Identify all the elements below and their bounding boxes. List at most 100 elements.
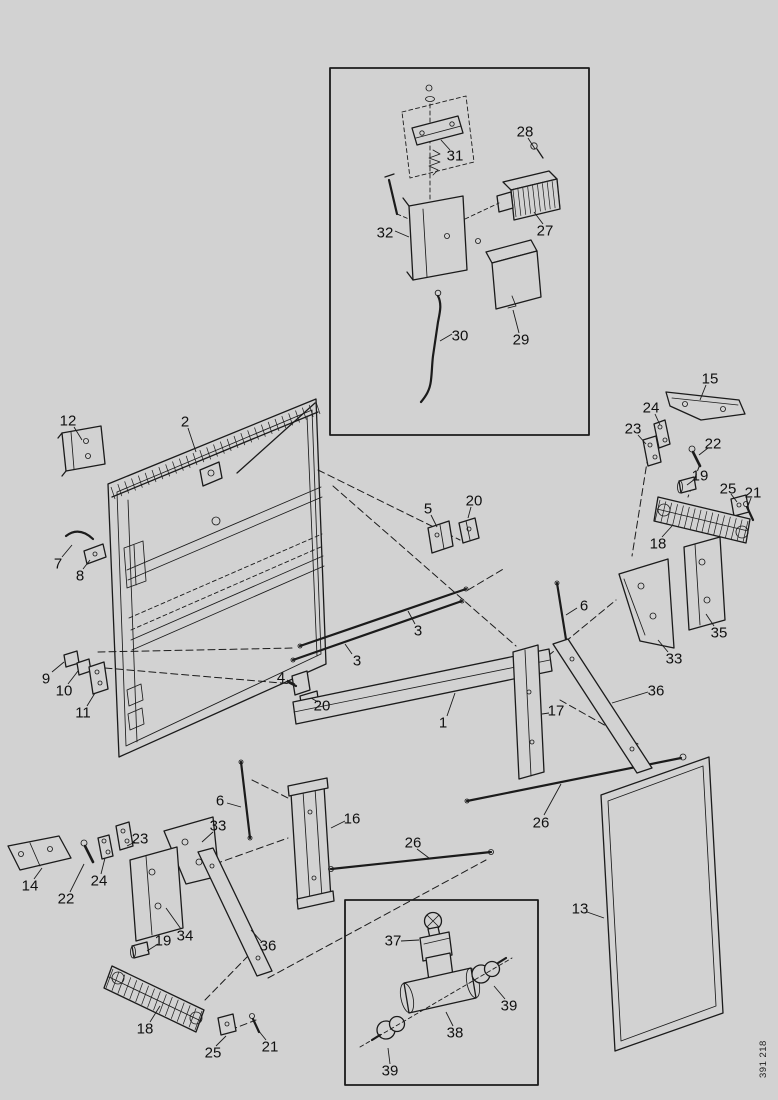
hatch-line bbox=[281, 416, 287, 429]
callout-25: 25 bbox=[720, 481, 737, 498]
callout-leader-11 bbox=[86, 692, 96, 707]
callout-37: 37 bbox=[385, 933, 402, 950]
hatch-line bbox=[220, 441, 225, 454]
callout-3: 3 bbox=[353, 653, 361, 670]
callout-20: 20 bbox=[314, 698, 331, 715]
hatch-line bbox=[713, 513, 720, 536]
hatch-line bbox=[172, 461, 177, 474]
callout-leader-13 bbox=[586, 911, 605, 919]
callout-1: 1 bbox=[439, 715, 447, 732]
hatch-line bbox=[179, 458, 184, 471]
callout-leader-3 bbox=[344, 643, 353, 655]
hatch-line bbox=[654, 499, 661, 522]
hatch-line bbox=[701, 511, 708, 533]
callout-20: 20 bbox=[466, 493, 483, 510]
hatch-line bbox=[233, 435, 239, 449]
part-1-beam bbox=[292, 648, 553, 725]
part-26-rod-left bbox=[328, 849, 494, 872]
callout-leader-33 bbox=[657, 639, 669, 653]
part-6-rod-left bbox=[238, 759, 253, 841]
callout-leader-7 bbox=[61, 544, 73, 558]
hatch-line bbox=[135, 982, 143, 1003]
hatch-line bbox=[730, 518, 737, 540]
callout-leader-20 bbox=[467, 506, 472, 519]
hatch-line bbox=[546, 182, 551, 210]
callout-35: 35 bbox=[711, 625, 728, 642]
part-14-bracket bbox=[7, 835, 72, 871]
callout-leader-20 bbox=[310, 697, 319, 703]
figure-ref-number: 391 218 bbox=[758, 1040, 769, 1078]
hatch-line bbox=[719, 515, 725, 537]
callout-leader-26 bbox=[416, 848, 430, 859]
callout-19: 19 bbox=[692, 468, 709, 485]
callout-leader-28 bbox=[527, 137, 536, 150]
hatch-line bbox=[192, 452, 198, 466]
callout-leader-10 bbox=[67, 670, 79, 685]
callout-16: 16 bbox=[344, 811, 361, 828]
callout-leader-32 bbox=[394, 230, 410, 238]
part-20-clevis-top bbox=[458, 517, 480, 544]
hatch-line bbox=[541, 183, 546, 211]
callout-38: 38 bbox=[447, 1025, 464, 1042]
callout-21: 21 bbox=[262, 1039, 279, 1056]
callout-leader-18 bbox=[661, 525, 673, 538]
callout-4: 4 bbox=[277, 670, 285, 687]
part-3-rod-lower bbox=[290, 598, 465, 663]
part-4-bracket bbox=[286, 670, 311, 696]
callout-30: 30 bbox=[452, 328, 469, 345]
hatch-line bbox=[129, 980, 138, 1000]
hatch-line bbox=[247, 430, 252, 443]
hatch-line bbox=[185, 455, 191, 468]
part-13-panel bbox=[600, 756, 724, 1052]
callout-3: 3 bbox=[414, 623, 422, 640]
callout-19: 19 bbox=[155, 933, 172, 950]
callout-leader-8 bbox=[82, 559, 91, 570]
hatch-line bbox=[199, 450, 205, 463]
hatch-line bbox=[131, 478, 136, 491]
hatch-line bbox=[267, 421, 273, 434]
callout-24: 24 bbox=[643, 400, 660, 417]
callout-leader-30 bbox=[439, 333, 453, 342]
callout-26: 26 bbox=[405, 835, 422, 852]
callout-14: 14 bbox=[22, 878, 39, 895]
hatch-line bbox=[147, 988, 155, 1008]
part-24-link-left bbox=[97, 834, 114, 860]
part-23-link-right bbox=[642, 435, 662, 467]
hatch-line bbox=[254, 427, 259, 440]
callout-leader-14 bbox=[33, 867, 43, 880]
hatch-line bbox=[532, 185, 536, 213]
callout-leader-35 bbox=[705, 613, 715, 627]
callout-leader-16 bbox=[330, 820, 346, 829]
hatch-line bbox=[512, 189, 517, 218]
callout-10: 10 bbox=[56, 683, 73, 700]
callout-8: 8 bbox=[76, 568, 84, 585]
inset-valve-fittings bbox=[344, 899, 539, 1086]
hatch-line bbox=[551, 181, 556, 209]
part-25-block-left bbox=[217, 1013, 237, 1036]
hatch-line bbox=[295, 410, 300, 423]
callout-leader-39 bbox=[387, 1047, 391, 1065]
callout-39: 39 bbox=[382, 1063, 399, 1080]
part-29-cover bbox=[485, 239, 542, 310]
part-3-rod-upper bbox=[297, 586, 469, 649]
hatch-line bbox=[141, 985, 149, 1005]
callout-18: 18 bbox=[650, 536, 667, 553]
hatch-line bbox=[725, 516, 731, 538]
callout-leader-21 bbox=[747, 497, 752, 507]
callout-6: 6 bbox=[216, 793, 224, 810]
callout-23: 23 bbox=[132, 831, 149, 848]
callout-leader-24 bbox=[100, 857, 106, 875]
callout-leader-37 bbox=[400, 939, 420, 942]
hatch-line bbox=[159, 994, 167, 1014]
part-22-pin-left bbox=[80, 839, 95, 864]
hatch-line bbox=[194, 1010, 203, 1031]
hatch-line bbox=[517, 188, 522, 216]
callout-31: 31 bbox=[447, 148, 464, 165]
callout-36: 36 bbox=[260, 938, 277, 955]
hatch-line bbox=[111, 971, 120, 991]
callout-25: 25 bbox=[205, 1045, 222, 1062]
callout-29: 29 bbox=[513, 332, 530, 349]
part-8-strip bbox=[83, 543, 107, 565]
hatch-line bbox=[182, 1005, 191, 1025]
